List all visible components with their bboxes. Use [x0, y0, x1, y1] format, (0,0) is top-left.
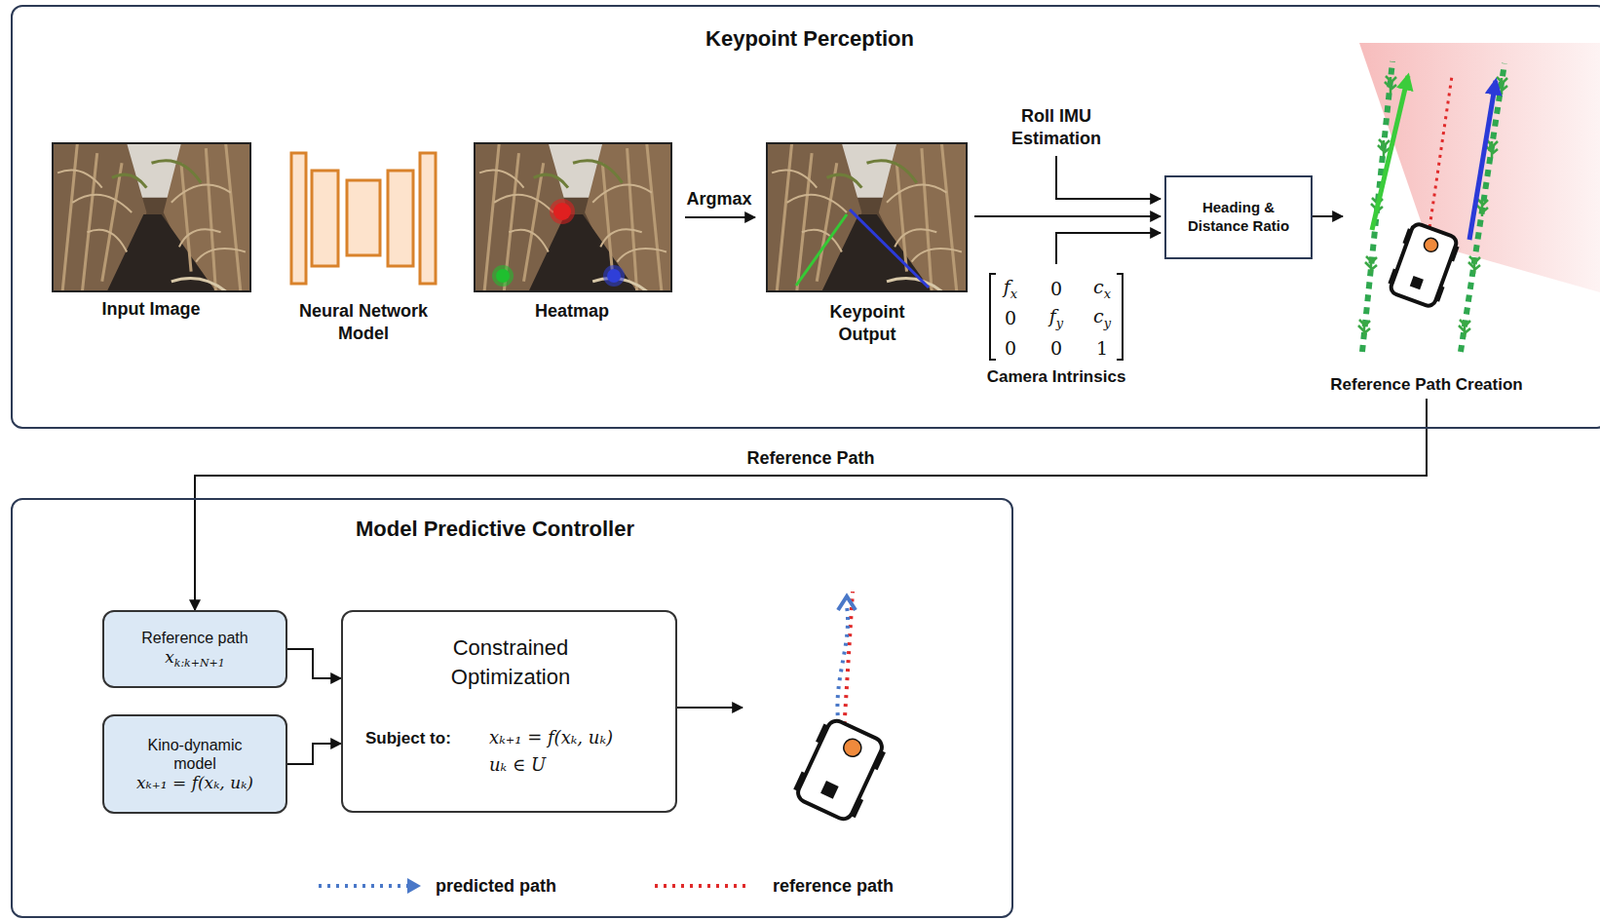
label: Heatmap: [534, 301, 610, 321]
legend-text: predicted path: [435, 876, 557, 897]
heatmap-image: [474, 143, 672, 292]
panel: Keypoint PerceptionHeading & Distance Ra…: [10, 4, 1600, 429]
matrix-entry: x: [1010, 286, 1018, 302]
matrix-entry: 0: [1050, 277, 1063, 300]
matrix-entry: 1: [1096, 337, 1108, 359]
label-group: Neural Network Model: [290, 300, 437, 346]
label-group: 0: [1050, 277, 1063, 300]
matrix-entry: f: [1003, 275, 1011, 298]
nn-model-symbol: [291, 152, 436, 284]
argmax-arrow: [685, 216, 756, 219]
matrix-entry: 0: [1050, 337, 1063, 359]
label: Reference Path Creation: [1330, 375, 1523, 394]
output-arrow: [1310, 215, 1343, 218]
label: Roll IMU Estimation: [1011, 106, 1102, 149]
text-line: Heading & Distance Ratio: [1172, 198, 1305, 236]
box-content: Reference pathxk:k+N+1: [104, 611, 286, 686]
matrix-entry: c: [1093, 275, 1105, 298]
box-text: Subject to:: [365, 728, 452, 749]
label-group: Camera Intrinsics: [987, 367, 1127, 387]
label-group: Heatmap: [534, 300, 610, 323]
box-text: Reference path: [141, 628, 248, 648]
math-text: xₖ₊₁ = f(xₖ, uₖ): [489, 726, 613, 748]
label: Keypoint Output: [829, 302, 905, 344]
label: Neural Network Model: [299, 301, 428, 343]
input-arrow: [1056, 155, 1161, 199]
label-group: Reference Path Creation: [1330, 375, 1523, 395]
box-text: Kino-dynamic model: [137, 735, 253, 773]
box-content: Kino-dynamic modelxₖ₊₁ = f(xₖ, uₖ): [104, 716, 286, 812]
box-text: Heading & Distance Ratio: [1172, 198, 1305, 236]
connector: [287, 648, 342, 679]
matrix-entry: c: [1093, 304, 1105, 327]
edge-label-box: Reference Path: [742, 448, 878, 469]
input-image: [52, 143, 251, 292]
text-line: Kino-dynamic model: [137, 735, 253, 773]
process-box: Heading & Distance Ratio: [1164, 175, 1313, 260]
label-group: 0: [1004, 306, 1017, 329]
matrix-entry: x: [1104, 286, 1111, 302]
legend-text: reference path: [772, 876, 894, 897]
box-title: Constrained Optimization: [398, 633, 623, 691]
matrix-entry: y: [1104, 315, 1111, 331]
label: Argmax: [685, 189, 752, 209]
matrix-entry: f: [1049, 304, 1057, 327]
math-subscript: k:k+N+1: [174, 656, 226, 670]
label-group: 1: [1096, 337, 1108, 359]
matrix-entry: 0: [1004, 337, 1017, 359]
input-arrow: [1056, 232, 1161, 265]
input-arrow: [974, 215, 1161, 218]
matrix-entry: 0: [1004, 306, 1017, 329]
text-line: xk:k+N+1: [164, 647, 226, 670]
text-line: xₖ₊₁ = f(xₖ, uₖ): [136, 772, 254, 793]
box-content: Heading & Distance Ratio: [1166, 177, 1311, 258]
math-text: uₖ ∈ U: [489, 754, 546, 775]
text-line: Reference path: [141, 628, 248, 648]
panel: Model Predictive ControllerReference pat…: [10, 497, 1014, 918]
label-group: fy: [1049, 304, 1064, 331]
math-text: xₖ₊₁ = f(xₖ, uₖ): [136, 772, 254, 793]
label-group: 0: [1050, 337, 1063, 359]
panel-title: Keypoint Perception: [705, 26, 915, 52]
panel-title: Model Predictive Controller: [355, 516, 635, 542]
input-box: Kino-dynamic modelxₖ₊₁ = f(xₖ, uₖ): [102, 714, 288, 814]
label: Camera Intrinsics: [987, 367, 1127, 386]
reference-path-illustration: [1358, 42, 1600, 352]
matrix-entry: y: [1056, 315, 1064, 331]
keypoint-image: [766, 143, 967, 292]
label-group: Input Image: [101, 298, 200, 321]
label-group: Keypoint Output: [813, 301, 921, 347]
label-group: fx: [1003, 275, 1018, 302]
output-arrow: [675, 706, 743, 709]
connector: [194, 428, 1427, 610]
mpc-robot-illustration: [790, 591, 889, 825]
math-text: x: [164, 647, 175, 667]
input-box: Reference pathxk:k+N+1: [102, 609, 288, 688]
edge-label: Reference Path: [746, 448, 875, 468]
label-group: Argmax: [685, 188, 752, 211]
process-box: Constrained OptimizationSubject to: xₖ₊₁ …: [341, 609, 678, 813]
label-group: cx: [1093, 275, 1111, 302]
label-group: Roll IMU Estimation: [1002, 105, 1110, 152]
matrix-bracket: [990, 273, 1123, 360]
leader-line: [1425, 398, 1428, 429]
label: Input Image: [101, 299, 200, 319]
label-group: cy: [1093, 304, 1111, 331]
label-group: 0: [1004, 337, 1017, 359]
connector: [287, 743, 342, 764]
